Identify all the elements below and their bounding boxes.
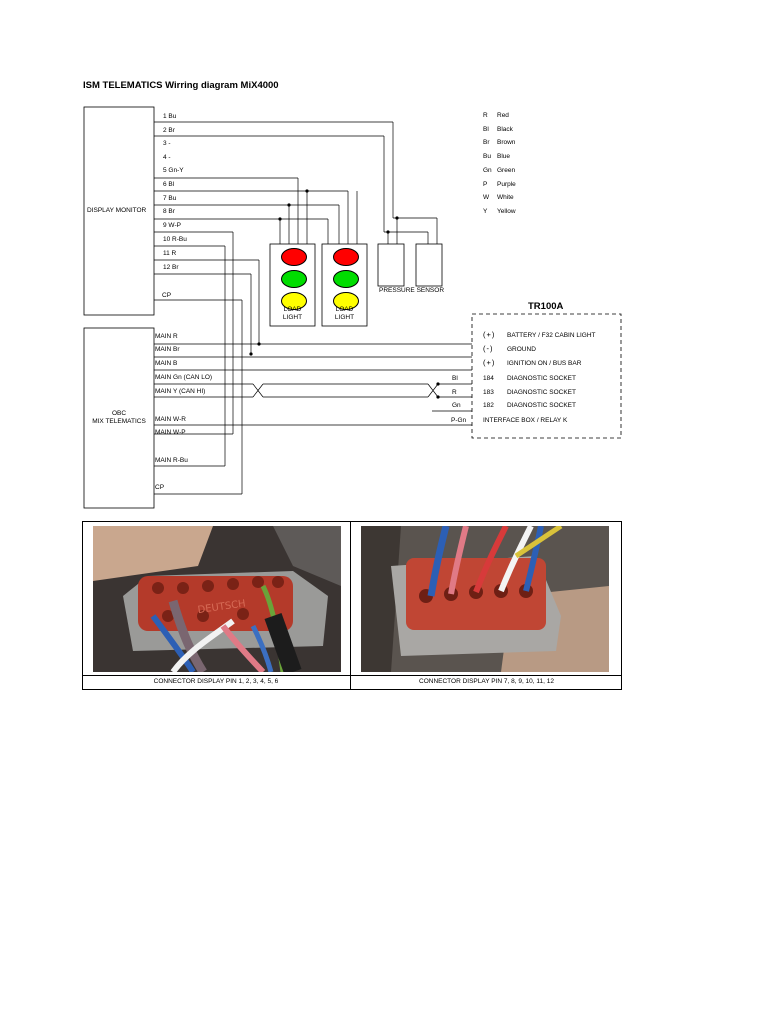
red-lamp [333,248,359,266]
legend-code: Bl [483,125,489,133]
pressure-sensor-label: PRESSURE SENSOR [379,287,445,294]
legend-name: Brown [497,139,516,147]
obc-line-label: MAIN W-R [155,416,186,423]
display-pin-label: 8 Br [163,208,175,215]
photo-divider [350,521,351,690]
obc-line-label: MAIN R [155,333,178,340]
legend-name: Green [497,166,516,174]
pressure-sensor-1 [377,243,405,287]
legend-name: Black [497,125,513,133]
polarity-sign: (+) [483,330,496,339]
yellow-lamp [281,292,307,310]
socket-pin-number: 182 [483,402,494,409]
socket-label: DIAGNOSTIC SOCKET [507,389,576,396]
obc-line-label: MAIN Gn (CAN LO) [155,374,213,381]
legend-name: Red [497,112,509,119]
legend-code: Bu [483,153,491,161]
tr100a-row-label: GROUND [507,346,536,353]
legend-code: Br [483,139,490,147]
tr100a-title: TR100A [528,301,564,312]
caption-divider [82,675,622,676]
tr100a-row-label: IGNITION ON / BUS BAR [507,360,582,367]
display-pin-label: 1 Bu [163,113,177,120]
display-pin-wires [154,121,393,301]
load-light-drops [279,178,358,244]
display-pin-label: 5 Gn-Y [163,167,184,174]
obc-wires [154,343,472,495]
socket-pin-number: 183 [483,389,494,396]
left-photo-caption: CONNECTOR DISPLAY PIN 1, 2, 3, 4, 5, 6 [153,678,279,685]
legend-code: R [483,112,488,119]
bus-vertical-wires [224,232,260,494]
display-pin-label: 10 R-Bu [163,236,187,243]
junction-dots [249,189,440,399]
display-monitor-box [83,106,155,316]
photo-panel [82,521,622,690]
load-light-1-lamps [281,248,307,310]
connector-photo-left: DEUTSCH [93,526,341,672]
legend-code: Gn [483,166,492,174]
socket-wire-color: Bl [452,375,458,382]
legend-name: Purple [497,180,516,188]
socket-label: DIAGNOSTIC SOCKET [507,375,576,382]
interface-box-label: INTERFACE BOX / RELAY K [483,417,568,424]
display-cp-label: CP [162,292,172,299]
obc-line-label: MAIN Y (CAN HI) [155,388,206,395]
legend-name: White [497,194,514,202]
display-pin-label: 9 W-P [163,222,181,229]
obc-line-label: CP [155,484,165,491]
display-pin-label: 3 - [163,140,171,147]
interface-wire-color: P-Gn [451,417,467,424]
display-pin-label: 7 Bu [163,195,177,202]
legend-code: W [483,194,490,202]
obc-line-label: MAIN Br [155,346,180,353]
legend-code: Y [483,207,488,215]
load-light-2-lamps [333,248,359,310]
green-lamp [333,270,359,288]
connector-photo-right [361,526,609,672]
page-title: ISM TELEMATICS Wirring diagram MiX4000 [83,80,279,91]
display-pin-label: 12 Br [163,264,179,271]
display-pin-label: 2 Br [163,127,175,134]
obc-line-label: MAIN R-Bu [155,457,188,464]
tr100a-box [471,313,622,439]
tr100a-row-label: BATTERY / F32 CABIN LIGHT [507,332,596,339]
pressure-sensor-wires [383,122,438,244]
legend-name: Blue [497,153,511,161]
socket-pin-number: 184 [483,375,494,382]
display-pin-label: 6 Bl [163,181,175,188]
right-photo-caption: CONNECTOR DISPLAY PIN 7, 8, 9, 10, 11, 1… [419,678,554,685]
legend-name: Yellow [497,207,516,215]
obc-box [83,327,155,509]
socket-wire-color: Gn [452,402,461,409]
green-lamp [281,270,307,288]
pressure-sensor-2 [415,243,443,287]
display-monitor-label: DISPLAY MONITOR [87,207,147,214]
yellow-lamp [333,292,359,310]
legend-code: P [483,180,488,188]
obc-line-label: MAIN W-P [155,429,186,436]
polarity-sign: (+) [483,358,496,367]
red-lamp [281,248,307,266]
socket-wire-color: R [452,389,457,396]
obc-line-label: MAIN B [155,360,178,367]
display-pin-label: 4 - [163,154,171,161]
polarity-sign: (-) [483,344,494,353]
socket-label: DIAGNOSTIC SOCKET [507,402,576,409]
display-pin-label: 11 R [163,250,177,257]
